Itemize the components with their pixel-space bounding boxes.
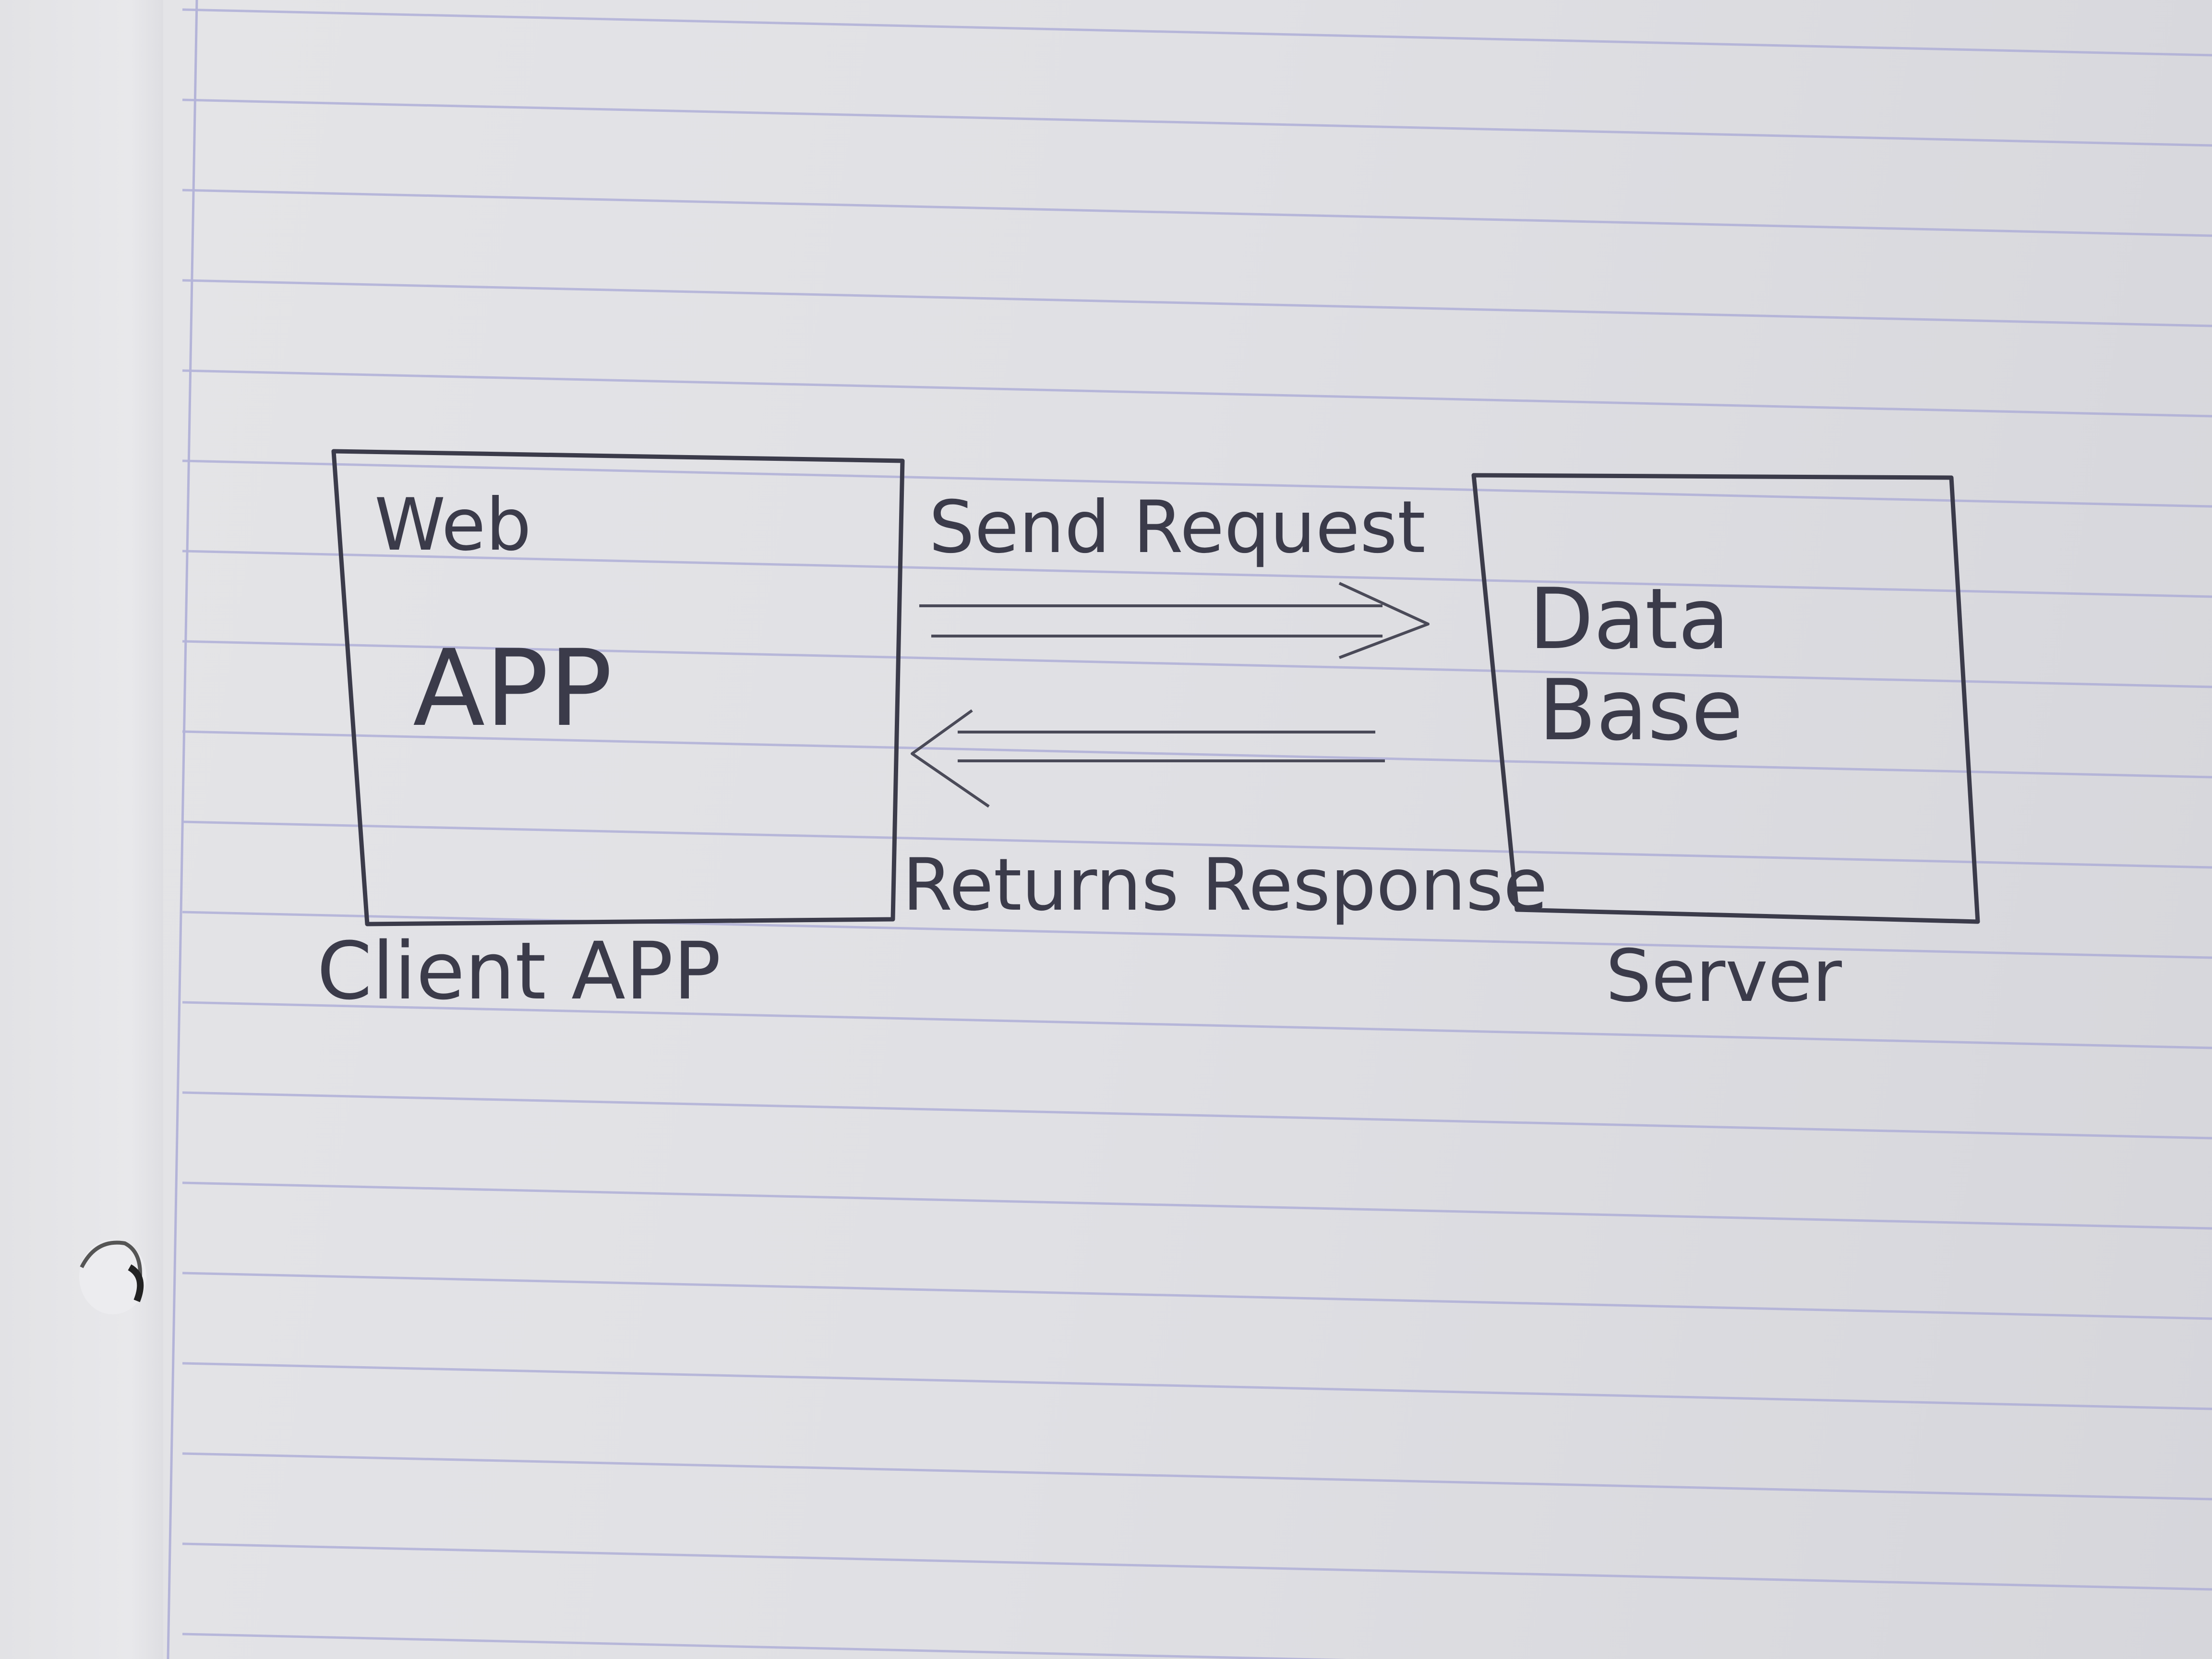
ruled-line	[182, 1181, 2212, 1230]
ruled-line	[182, 1452, 2212, 1501]
request-arrow	[919, 582, 1430, 659]
ruled-line	[182, 550, 2212, 598]
ruled-line	[182, 98, 2212, 147]
client-box-label-main: APP	[413, 627, 613, 750]
client-box-caption: Client APP	[317, 925, 721, 1017]
client-box-label-top: Web	[374, 483, 531, 567]
server-database-box	[1471, 473, 1980, 924]
ruled-line	[182, 189, 2212, 237]
server-box-label-line1: Data	[1529, 571, 1730, 668]
response-arrow	[911, 709, 1385, 808]
binder-hole	[79, 1239, 146, 1314]
ruled-line	[182, 369, 2212, 418]
server-box-caption: Server	[1606, 935, 1842, 1018]
ruled-line	[182, 279, 2212, 327]
client-app-box	[331, 449, 905, 926]
ruled-line	[182, 1633, 1347, 1659]
ruled-line	[182, 730, 2212, 779]
ruled-line	[182, 1001, 2212, 1049]
ruled-line	[182, 459, 2212, 508]
ruled-line	[182, 1272, 2212, 1320]
paper-margin-area	[0, 0, 163, 1659]
ruled-lines	[182, 8, 2212, 1659]
ruled-line	[182, 8, 2212, 57]
response-arrow-label: Returns Response	[902, 843, 1548, 927]
margin-line	[167, 0, 198, 1659]
ruled-line	[182, 1091, 2212, 1140]
ruled-line	[182, 1362, 2212, 1410]
request-arrow-label: Send Request	[929, 486, 1426, 569]
ruled-line	[182, 1542, 2212, 1591]
ruled-line	[182, 640, 2212, 688]
ruled-line	[182, 820, 2212, 869]
server-box-label-line2: Base	[1539, 662, 1743, 759]
ruled-line	[182, 911, 2212, 959]
